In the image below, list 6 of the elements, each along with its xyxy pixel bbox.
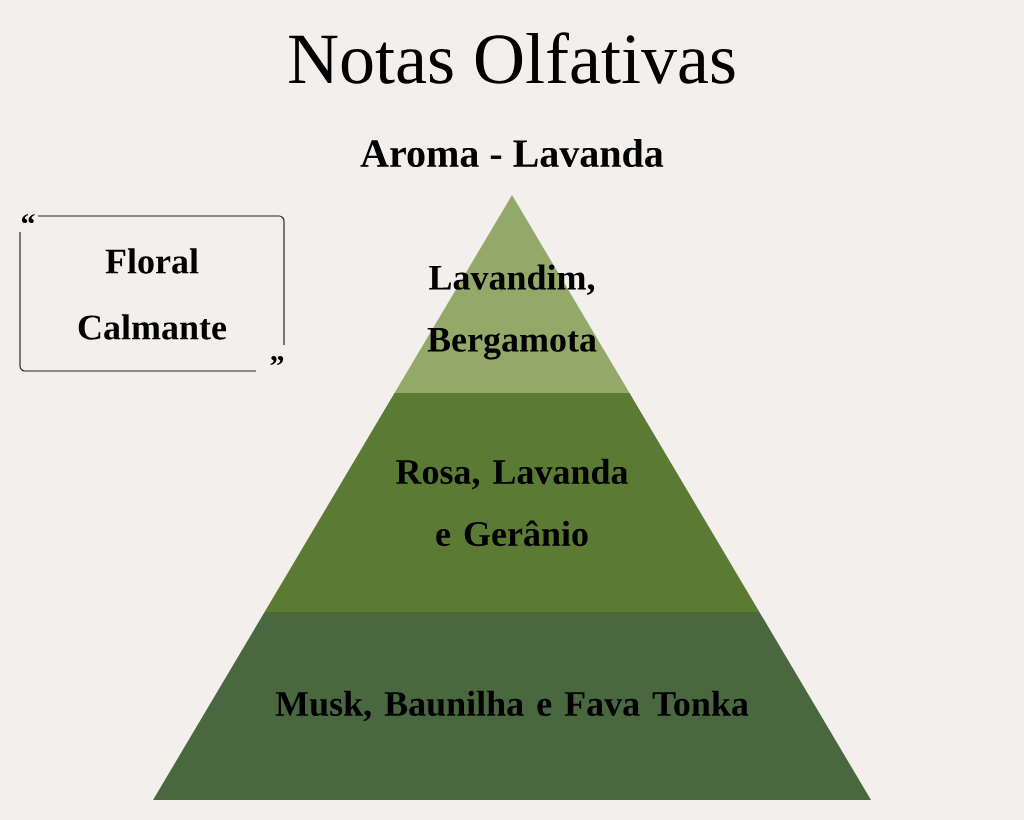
- quote-mark: ”: [270, 356, 284, 366]
- title: Notas Olfativas: [289, 32, 735, 84]
- pyramid-tier: Musk, Baunilha e Fava Tonka: [153, 612, 871, 800]
- pyramid-tier: Rosa, Lavanda e Gerânio: [264, 393, 760, 612]
- quote-mark: “: [21, 214, 35, 224]
- subtitle: Aroma - Lavanda: [360, 138, 664, 168]
